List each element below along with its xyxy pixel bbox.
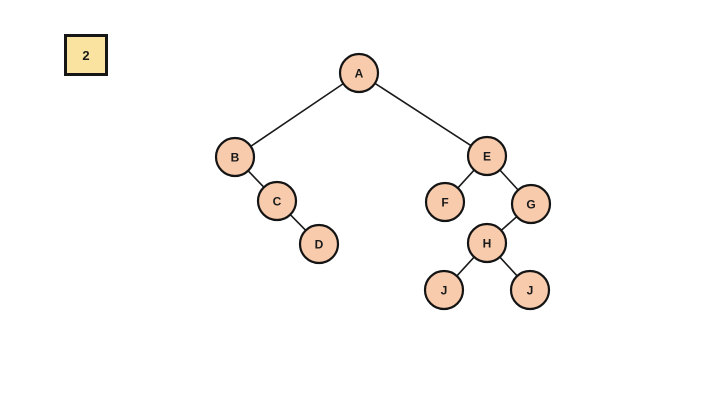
node-circle-J1[interactable] — [423, 269, 465, 311]
tree-node-H[interactable]: H — [466, 222, 508, 264]
node-circle-B[interactable] — [214, 136, 256, 178]
tree-edge-G-H — [499, 215, 519, 232]
tree-edge-B-C — [246, 169, 266, 189]
tree-edge-C-D — [289, 213, 307, 232]
tree-node-C[interactable]: C — [256, 180, 298, 222]
node-circle-F[interactable] — [424, 181, 466, 223]
step-number-badge: 2 — [64, 34, 108, 76]
tree-nodes: A BCD EF GHJ J — [214, 52, 552, 311]
node-circle-C[interactable] — [256, 180, 298, 222]
tree-edge-H-J1 — [455, 255, 476, 278]
tree-node-G[interactable]: G — [510, 183, 552, 225]
tree-edges — [246, 82, 520, 278]
step-number-label: 2 — [82, 47, 90, 63]
tree-edge-E-G — [498, 168, 520, 192]
tree-edge-E-F — [456, 168, 476, 190]
tree-edge-H-J2 — [498, 255, 519, 278]
tree-node-F[interactable]: F — [424, 181, 466, 223]
node-circle-H[interactable] — [466, 222, 508, 264]
tree-node-A[interactable]: A — [338, 52, 380, 94]
tree-node-E[interactable]: E — [466, 135, 508, 177]
tree-node-J1[interactable]: J — [423, 269, 465, 311]
tree-edge-A-B — [249, 82, 345, 148]
tree-node-D[interactable]: D — [298, 223, 340, 265]
node-circle-G[interactable] — [510, 183, 552, 225]
node-circle-J2[interactable] — [509, 269, 551, 311]
tree-node-J2[interactable]: J — [509, 269, 551, 311]
tree-node-B[interactable]: B — [214, 136, 256, 178]
node-circle-E[interactable] — [466, 135, 508, 177]
tree-edge-A-E — [373, 82, 473, 147]
node-circle-D[interactable] — [298, 223, 340, 265]
node-circle-A[interactable] — [338, 52, 380, 94]
